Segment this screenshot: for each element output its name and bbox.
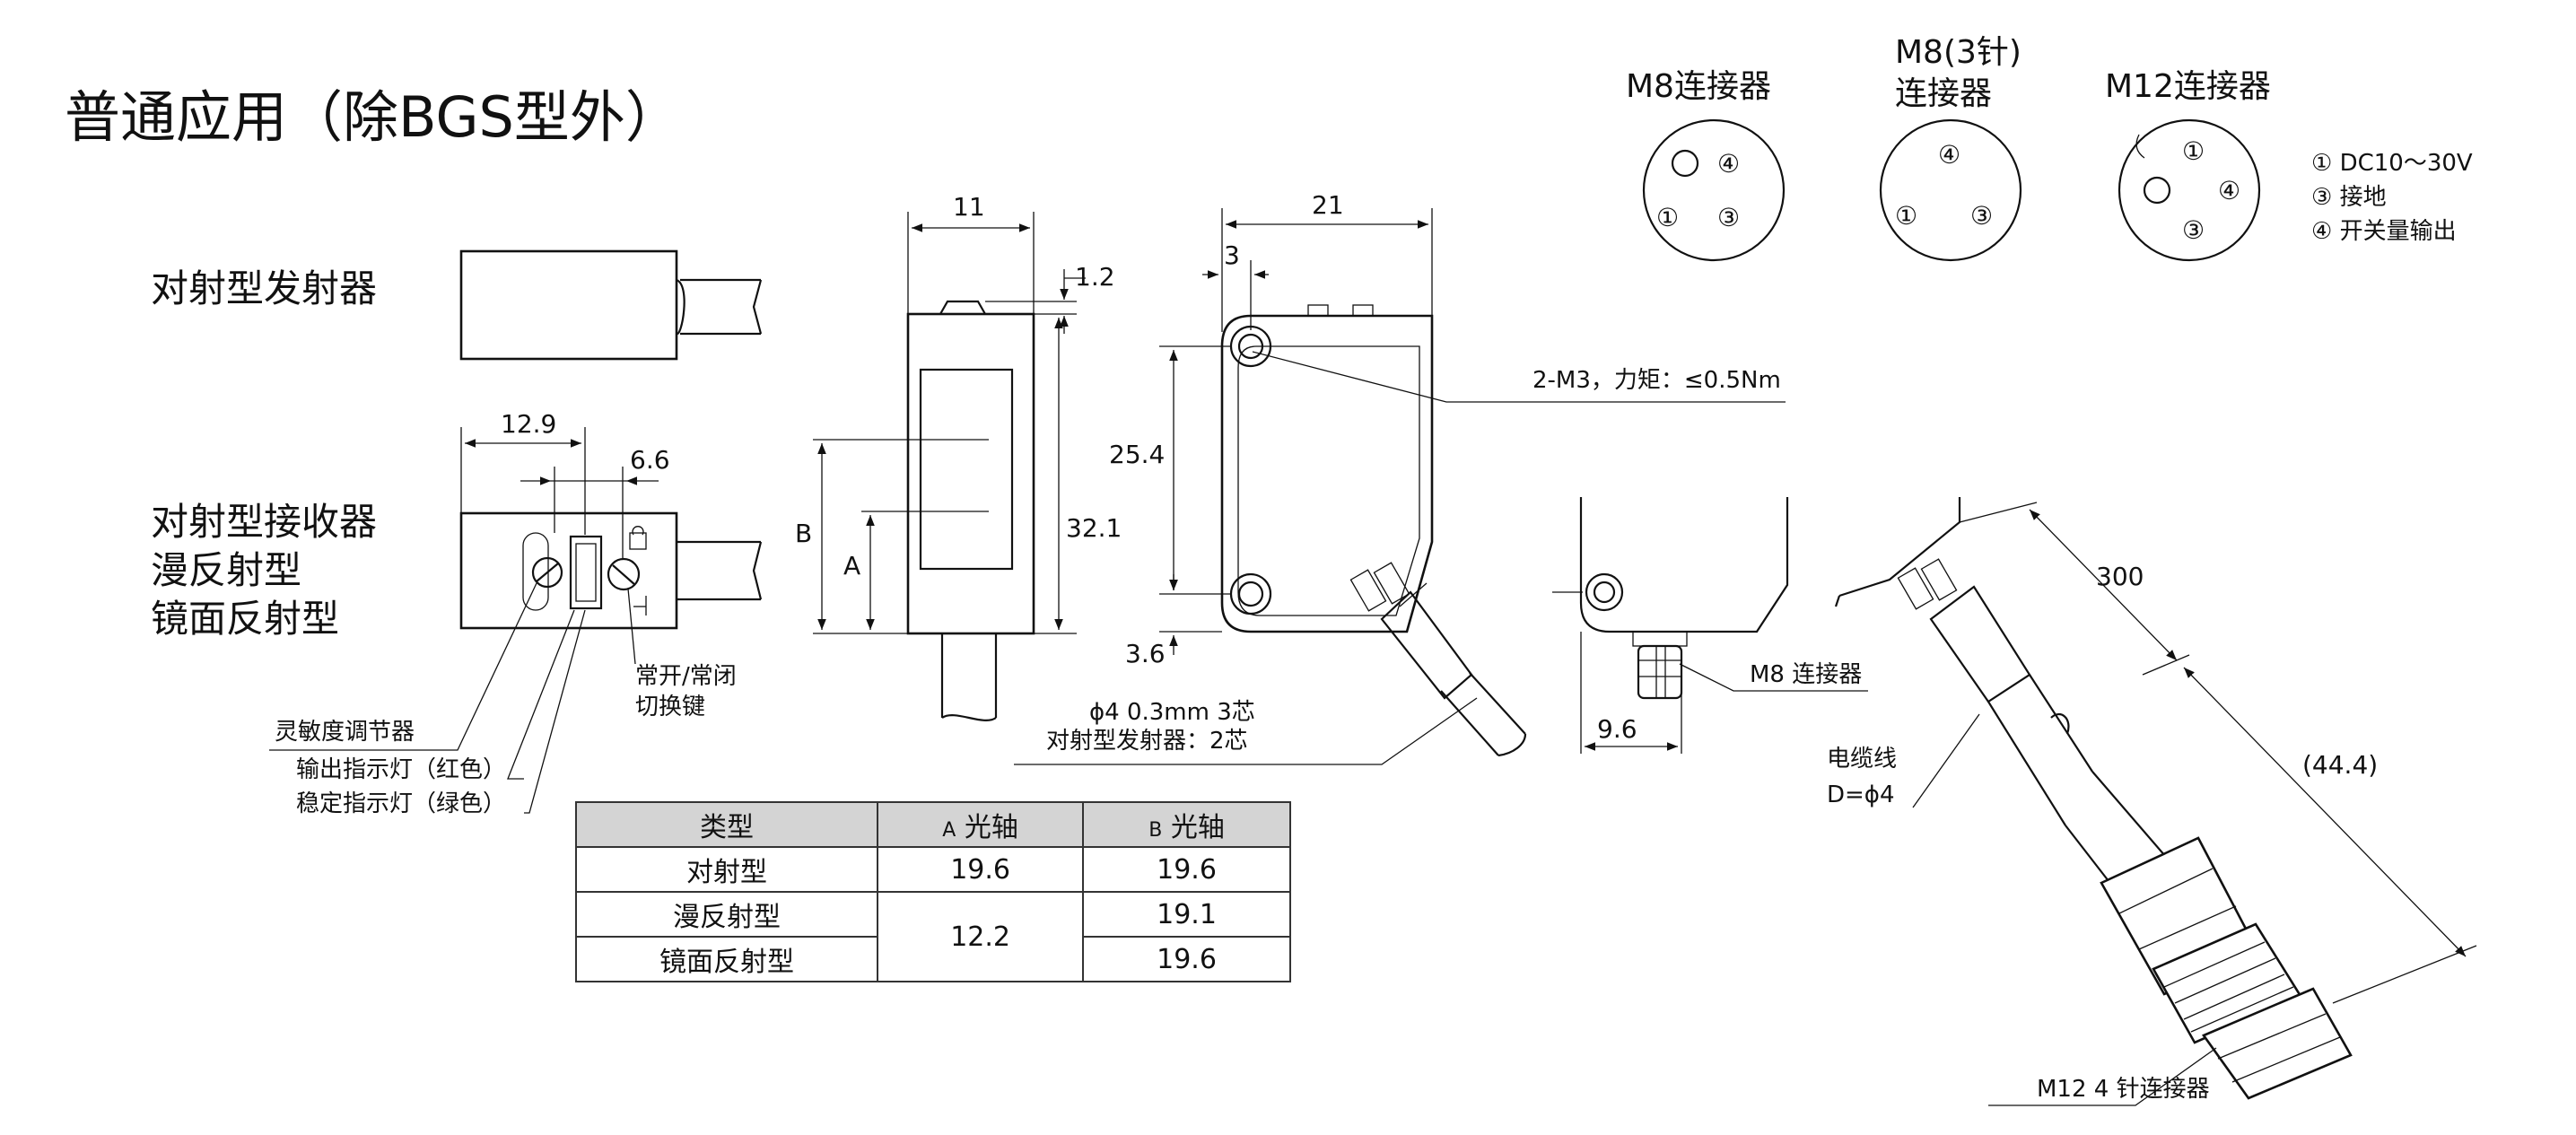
mount-note: 2-M3，力矩：≤0.5Nm bbox=[1533, 367, 1781, 394]
m12-title: M12连接器 bbox=[2105, 68, 2271, 105]
header-b-prefix: B bbox=[1148, 819, 1163, 842]
header-a-suffix: 光轴 bbox=[964, 812, 1018, 843]
receiver-label-2: 漫反射型 bbox=[151, 548, 301, 592]
m8-3pin-pin-3: ③ bbox=[1970, 201, 1993, 231]
row-b-value: 19.6 bbox=[1082, 846, 1291, 893]
m8-connector-label: M8 连接器 bbox=[1750, 661, 1862, 688]
dim-44-4: (44.4) bbox=[2302, 750, 2378, 780]
m12-pinout bbox=[2118, 118, 2261, 262]
legend-pin-4: ④ 开关量输出 bbox=[2311, 218, 2457, 245]
m12-cable-label-2: D=ϕ4 bbox=[1827, 781, 1895, 808]
m8-view bbox=[1552, 497, 1868, 754]
table-row: 对射型 19.6 19.6 bbox=[574, 846, 1291, 893]
dim-21: 21 bbox=[1312, 190, 1344, 220]
header-type: 类型 bbox=[574, 801, 879, 848]
m12-view bbox=[1834, 497, 2477, 1106]
cable-note-1: ϕ4 0.3mm 3芯 bbox=[1089, 699, 1255, 726]
dim-1-2: 1.2 bbox=[1075, 262, 1115, 292]
dim-300: 300 bbox=[2096, 562, 2144, 591]
callout-switch-2: 切换键 bbox=[635, 694, 705, 720]
page-title: 普通应用（除BGS型外） bbox=[65, 84, 681, 150]
table-row: 镜面反射型 19.6 bbox=[574, 936, 1291, 982]
cable-note-2: 对射型发射器：2芯 bbox=[1046, 728, 1248, 755]
m12-cable-label-1: 电缆线 bbox=[1827, 746, 1897, 773]
m8-pin-1: ① bbox=[1656, 203, 1679, 232]
dim-32-1: 32.1 bbox=[1066, 513, 1122, 543]
m8-pin-3: ③ bbox=[1717, 203, 1740, 232]
header-b-suffix: 光轴 bbox=[1170, 812, 1225, 843]
receiver-label-3: 镜面反射型 bbox=[151, 597, 339, 641]
row-a-value: 19.6 bbox=[877, 846, 1085, 893]
emitter-view bbox=[459, 249, 763, 361]
header-a-prefix: A bbox=[942, 819, 956, 842]
m12-pin-4: ④ bbox=[2218, 176, 2240, 205]
m8-3pin-title-1: M8(3针) bbox=[1895, 34, 2022, 71]
emitter-label: 对射型发射器 bbox=[151, 266, 377, 310]
callout-stable-led: 稳定指示灯（绿色） bbox=[296, 790, 506, 817]
m8-3pin-pinout bbox=[1879, 118, 2022, 262]
m8-pinout bbox=[1642, 118, 1786, 262]
receiver-view bbox=[269, 427, 763, 814]
label-A: A bbox=[843, 551, 860, 581]
row-type: 对射型 bbox=[574, 846, 879, 893]
m8-3pin-pin-1: ① bbox=[1895, 201, 1917, 231]
dim-6-6: 6.6 bbox=[630, 445, 670, 475]
table-header-row: 类型 A 光轴 B 光轴 bbox=[574, 801, 1291, 848]
dim-25-4: 25.4 bbox=[1109, 440, 1165, 469]
row-a-value: 12.2 bbox=[877, 891, 1085, 982]
dim-12-9: 12.9 bbox=[501, 409, 556, 439]
m8-3pin-title-2: 连接器 bbox=[1895, 75, 1992, 112]
m12-connector-label: M12 4 针连接器 bbox=[2037, 1076, 2210, 1103]
m8-3pin-pin-4: ④ bbox=[1938, 140, 1960, 170]
front-view bbox=[813, 212, 1086, 721]
callout-switch-1: 常开/常闭 bbox=[635, 663, 737, 690]
row-type: 镜面反射型 bbox=[574, 936, 879, 982]
legend-pin-1: ① DC10～30V bbox=[2311, 150, 2473, 177]
receiver-label-1: 对射型接收器 bbox=[151, 500, 377, 544]
callout-sensitivity: 灵敏度调节器 bbox=[275, 719, 415, 746]
row-type: 漫反射型 bbox=[574, 891, 879, 938]
m12-pin-3: ③ bbox=[2182, 215, 2205, 245]
optical-axis-table: 类型 A 光轴 B 光轴 对射型 19.6 19.6 漫反射型 12.2 19.… bbox=[574, 801, 1291, 982]
callout-output-led: 输出指示灯（红色） bbox=[296, 756, 506, 783]
m12-pin-1: ① bbox=[2182, 136, 2205, 166]
legend-pin-3: ③ 接地 bbox=[2311, 184, 2387, 211]
dim-9-6: 9.6 bbox=[1597, 714, 1637, 744]
label-B: B bbox=[795, 519, 812, 548]
table-row: 漫反射型 12.2 19.1 bbox=[574, 891, 1291, 982]
dim-11: 11 bbox=[953, 192, 985, 222]
m8-pin-4: ④ bbox=[1717, 149, 1740, 179]
dim-3: 3 bbox=[1224, 240, 1240, 270]
m8-title: M8连接器 bbox=[1626, 68, 1771, 105]
header-b-axis: B 光轴 bbox=[1082, 801, 1291, 848]
side-view bbox=[1014, 208, 1786, 765]
header-a-axis: A 光轴 bbox=[877, 801, 1085, 848]
dim-3-6: 3.6 bbox=[1125, 639, 1166, 668]
row-b-value: 19.1 bbox=[1082, 891, 1291, 938]
row-b-value: 19.6 bbox=[1082, 936, 1291, 982]
